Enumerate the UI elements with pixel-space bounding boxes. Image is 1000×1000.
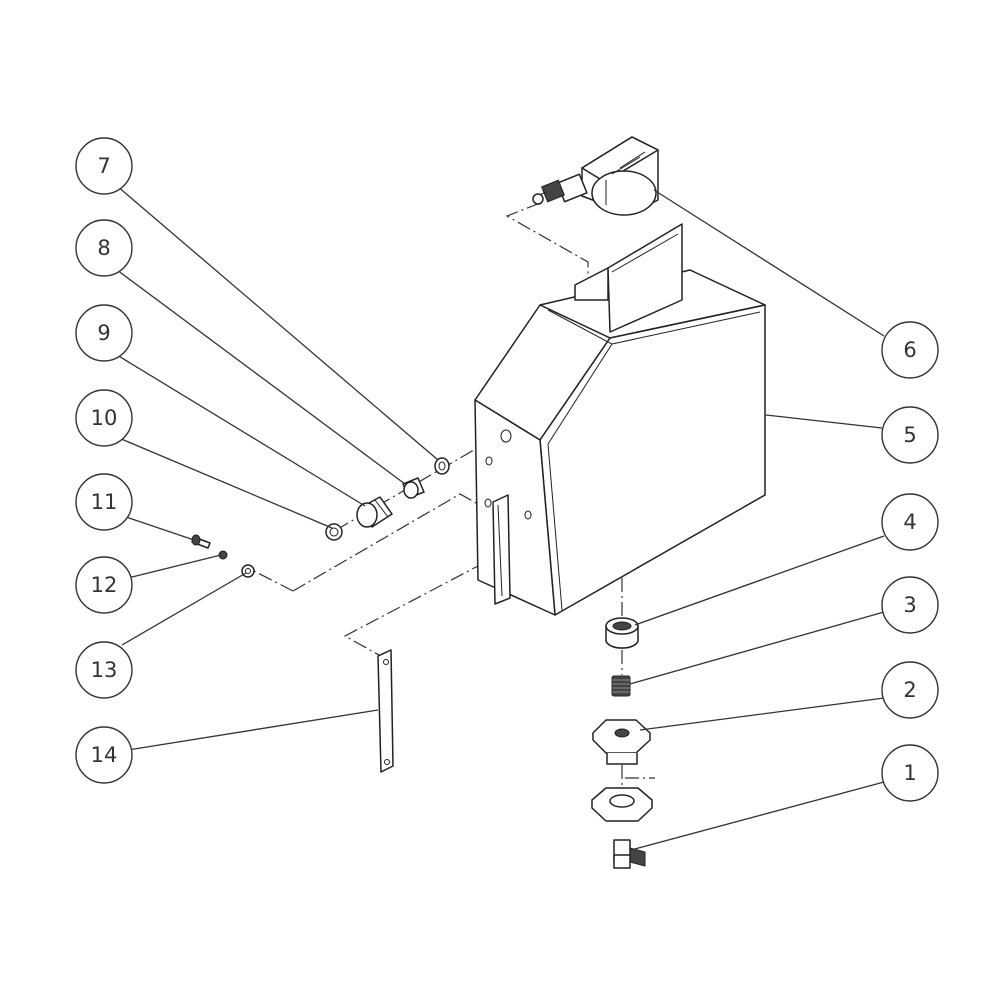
hardware-parts-11-13 (191, 534, 255, 578)
callout-13: 13 (75, 641, 133, 699)
washer-7 (434, 457, 450, 475)
callout-2: 2 (881, 661, 939, 719)
svg-text:11: 11 (91, 490, 118, 514)
strap-bracket (377, 649, 394, 773)
callout-3: 3 (881, 576, 939, 634)
callout-10: 10 (75, 389, 133, 447)
svg-text:9: 9 (97, 321, 110, 345)
callout-4: 4 (881, 493, 939, 551)
svg-text:1: 1 (903, 761, 916, 785)
float-switch (532, 136, 659, 216)
svg-text:6: 6 (903, 338, 916, 362)
svg-text:12: 12 (91, 573, 118, 597)
fitting-parts-7-10 (325, 457, 450, 541)
set-screw-3 (611, 675, 631, 697)
svg-text:14: 14 (91, 743, 118, 767)
washer-10 (325, 523, 343, 541)
svg-text:8: 8 (97, 236, 110, 260)
svg-text:10: 10 (91, 406, 118, 430)
callout-12: 12 (75, 556, 133, 614)
drain-parts-1-4 (591, 617, 653, 869)
callout-1: 1 (881, 744, 939, 802)
reservoir-tank (474, 223, 766, 616)
svg-text:3: 3 (903, 593, 916, 617)
callout-11: 11 (75, 473, 133, 531)
leader-lines (116, 185, 885, 851)
callout-5: 5 (881, 406, 939, 464)
callout-8: 8 (75, 219, 133, 277)
callout-7: 7 (75, 137, 133, 195)
callout-14: 14 (75, 726, 133, 784)
svg-text:7: 7 (97, 154, 110, 178)
svg-text:2: 2 (903, 678, 916, 702)
nut-13 (241, 564, 255, 578)
svg-text:5: 5 (903, 423, 916, 447)
callout-6: 6 (881, 321, 939, 379)
callout-9: 9 (75, 304, 133, 362)
svg-text:4: 4 (903, 510, 916, 534)
svg-text:13: 13 (91, 658, 118, 682)
